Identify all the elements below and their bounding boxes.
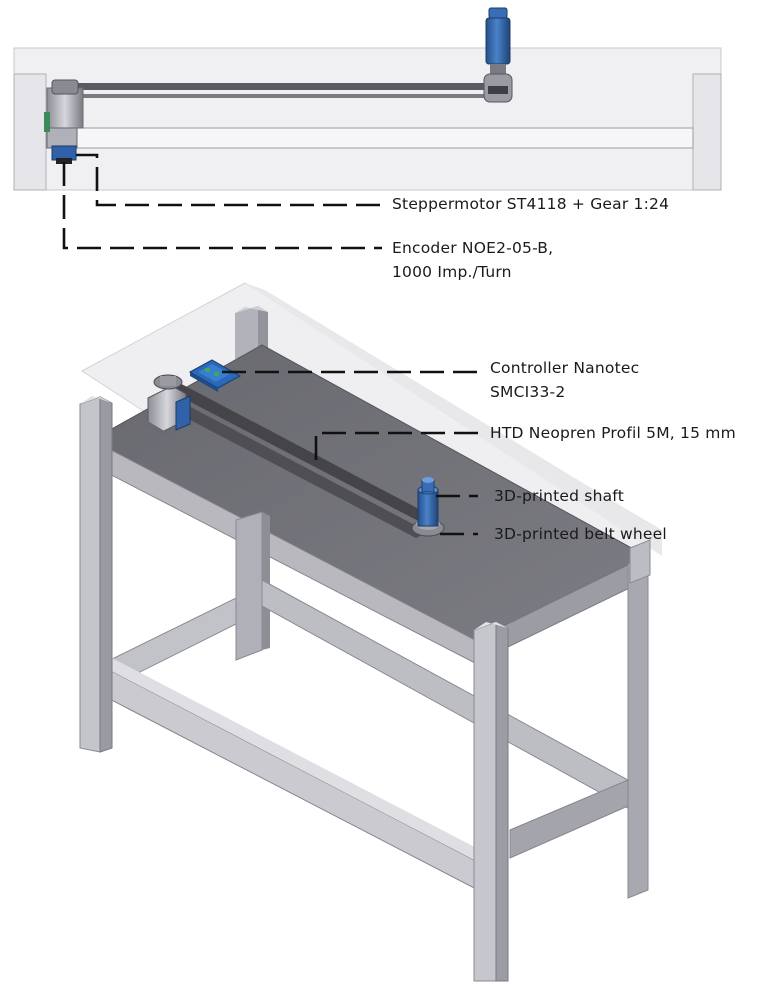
top-view-belt-lower	[64, 94, 504, 98]
back-left-post-side	[258, 306, 268, 352]
label-encoder-line1: Encoder NOE2-05-B,	[392, 239, 554, 257]
front-right-leg-side	[495, 621, 509, 982]
top-view-motor-gear	[46, 127, 78, 149]
top-view-motor-pulley	[51, 79, 79, 95]
label-belt: HTD Neopren Profil 5M, 15 mm	[490, 424, 736, 442]
controller-board	[188, 359, 242, 392]
top-view-left-leg	[13, 73, 47, 191]
front-right-leg-top	[474, 622, 508, 630]
front-left-leg-side	[99, 396, 113, 753]
top-view-right-leg	[692, 73, 722, 191]
front-left-leg-front	[79, 396, 101, 753]
label-encoder-line2: 1000 Imp./Turn	[392, 263, 512, 281]
back-right-leg	[627, 555, 649, 899]
leader-stepper	[76, 153, 382, 207]
label-controller-line1: Controller Nanotec	[490, 359, 640, 377]
driven-shaft	[411, 477, 445, 537]
top-view-table-outline	[13, 47, 722, 191]
belt-upper-strand	[160, 379, 436, 524]
iso-view	[79, 282, 663, 982]
stepper-motor	[146, 374, 191, 436]
back-mid-leg-side	[262, 512, 270, 650]
leader-lines	[62, 153, 478, 536]
back-left-post-top	[235, 306, 268, 313]
top-view-belt-upper	[64, 83, 504, 90]
top-view-crossbar	[45, 127, 694, 149]
top-view-encoder-cap	[56, 158, 72, 164]
label-controller-line2: SMCI33-2	[490, 383, 566, 401]
top-view	[13, 7, 722, 191]
label-belt-wheel: 3D-printed belt wheel	[494, 525, 667, 543]
back-mid-leg	[235, 511, 263, 661]
glass-enclosure-top-rim	[245, 283, 662, 556]
front-lower-rail-top	[100, 658, 490, 862]
top-view-encoder	[51, 145, 77, 161]
label-shaft: 3D-printed shaft	[494, 487, 624, 505]
front-right-leg-front	[473, 621, 497, 982]
right-lower-rail	[509, 779, 629, 859]
back-left-post-front	[235, 306, 258, 359]
back-right-post	[629, 539, 651, 584]
front-left-leg-top	[80, 396, 112, 404]
top-view-motor-body	[46, 87, 84, 129]
top-view-controller-edge	[44, 112, 50, 132]
front-lower-rail	[99, 664, 479, 891]
top-view-shaft	[483, 7, 513, 103]
label-stepper-motor: Steppermotor ST4118 + Gear 1:24	[392, 195, 670, 213]
leader-encoder	[62, 162, 382, 250]
leader-belt	[314, 431, 478, 460]
belt-lower-strand	[152, 393, 428, 538]
